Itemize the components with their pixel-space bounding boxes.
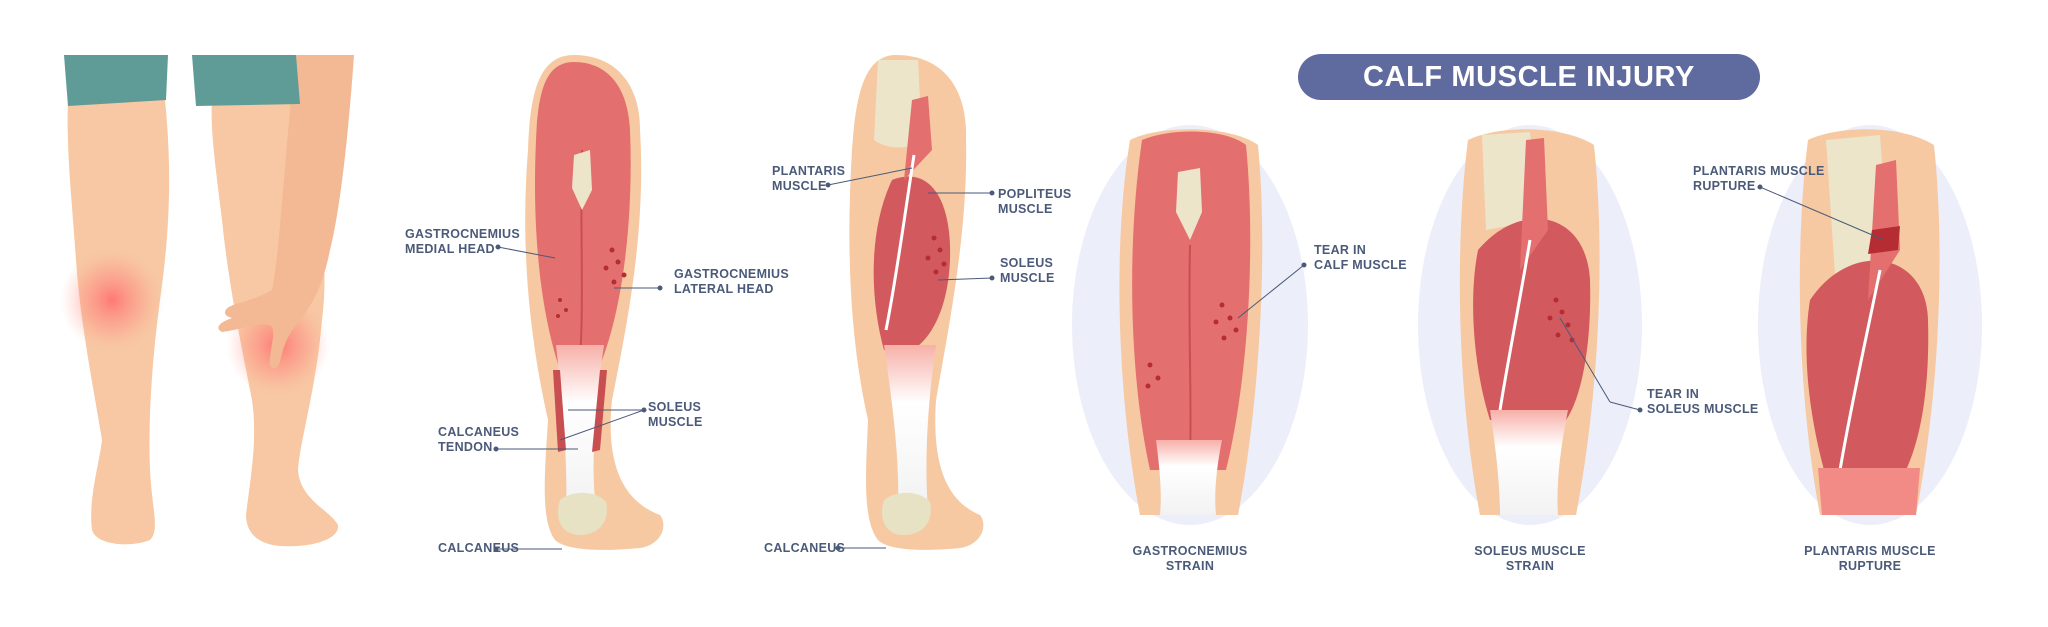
caption-gastrocnemius-strain: GASTROCNEMIUS STRAIN xyxy=(1110,544,1270,574)
gastrocnemius xyxy=(1132,131,1251,471)
caption-line-2: STRAIN xyxy=(1165,559,1215,573)
label-line-1: TEAR IN xyxy=(1647,387,1700,401)
heel-bone xyxy=(558,492,607,535)
plantaris-rupture-view xyxy=(1758,125,1982,525)
plantaris xyxy=(904,96,932,180)
label-popliteus-muscle: POPLITEUS MUSCLE xyxy=(998,187,1072,217)
caption-line-1: SOLEUS MUSCLE xyxy=(1474,544,1586,558)
caption-line-1: GASTROCNEMIUS xyxy=(1132,544,1248,558)
anatomy-leg-1 xyxy=(525,55,664,550)
label-line-1: CALCANEUS xyxy=(764,541,846,555)
achilles-tendon-1 xyxy=(556,345,604,510)
leader-lines xyxy=(493,167,1885,552)
label-line-1: POPLITEUS xyxy=(998,187,1072,201)
label-line-1: GASTROCNEMIUS xyxy=(405,227,521,241)
label-line-1: PLANTARIS xyxy=(772,164,846,178)
label-line-1: GASTROCNEMIUS xyxy=(674,267,790,281)
label-line-2: CALF MUSCLE xyxy=(1314,258,1407,272)
page-title: CALF MUSCLE INJURY xyxy=(1363,60,1695,93)
label-line-2: LATERAL HEAD xyxy=(674,282,774,296)
caption-soleus-strain: SOLEUS MUSCLE STRAIN xyxy=(1450,544,1610,574)
label-line-1: TEAR IN xyxy=(1314,243,1367,257)
soleus xyxy=(1473,218,1591,420)
label-line-1: CALCANEUS xyxy=(438,425,520,439)
caption-line-1: PLANTARIS MUSCLE xyxy=(1804,544,1936,558)
shorts-right xyxy=(192,55,300,106)
caption-line-2: STRAIN xyxy=(1505,559,1555,573)
heel-bone xyxy=(882,492,931,535)
label-calcaneus-tendon: CALCANEUS TENDON xyxy=(438,425,519,455)
plantaris-tendon xyxy=(1838,269,1882,471)
achilles-tendon-2 xyxy=(884,345,936,510)
label-tear-calf-muscle: TEAR IN CALF MUSCLE xyxy=(1314,243,1407,273)
plantaris xyxy=(1520,138,1548,270)
label-line-1: CALCANEUS xyxy=(438,541,520,555)
label-line-1: PLANTARIS MUSCLE xyxy=(1693,164,1825,178)
micro-tears xyxy=(556,247,627,318)
left-leg-pain xyxy=(60,248,164,352)
label-calcaneus-deep: CALCANEUS xyxy=(764,541,845,556)
popliteal-fossa xyxy=(572,150,592,210)
soleus-right xyxy=(592,370,607,452)
arm xyxy=(218,55,354,369)
gastrocnemius-strain-view xyxy=(1072,125,1308,525)
gastrocnemius xyxy=(535,62,631,370)
gastroc-divide xyxy=(1188,244,1192,461)
legs-illustration xyxy=(60,55,354,547)
label-tear-soleus-muscle: TEAR IN SOLEUS MUSCLE xyxy=(1647,387,1759,417)
anatomy-leg-2 xyxy=(849,55,984,550)
label-line-2: TENDON xyxy=(438,440,493,454)
label-calcaneus: CALCANEUS xyxy=(438,541,519,556)
label-gastrocnemius-lateral-head: GASTROCNEMIUS LATERAL HEAD xyxy=(674,267,789,297)
soleus xyxy=(1806,260,1929,470)
tendon xyxy=(1156,440,1222,515)
plantaris-tendon xyxy=(1498,239,1532,411)
soleus-deep xyxy=(873,176,951,350)
title-banner: CALF MUSCLE INJURY xyxy=(1298,54,1760,100)
shorts-left xyxy=(64,55,168,106)
label-line-1: SOLEUS xyxy=(1000,256,1054,270)
soleus-left xyxy=(553,370,566,452)
tear-marks xyxy=(1145,302,1239,389)
label-plantaris-muscle-rupture: PLANTARIS MUSCLE RUPTURE xyxy=(1693,164,1825,194)
tendon-stub xyxy=(1818,468,1920,515)
tear-marks xyxy=(1547,297,1575,343)
label-line-2: MUSCLE xyxy=(772,179,827,193)
label-soleus-muscle-deep: SOLEUS MUSCLE xyxy=(1000,256,1055,286)
label-line-2: RUPTURE xyxy=(1693,179,1756,193)
caption-plantaris-rupture: PLANTARIS MUSCLE RUPTURE xyxy=(1790,544,1950,574)
label-plantaris-muscle: PLANTARIS MUSCLE xyxy=(772,164,845,194)
label-line-2: MUSCLE xyxy=(1000,271,1055,285)
label-gastrocnemius-medial-head: GASTROCNEMIUS MEDIAL HEAD xyxy=(405,227,520,257)
plantaris-tendon xyxy=(884,154,916,331)
label-line-2: MUSCLE xyxy=(998,202,1053,216)
popliteal-fossa xyxy=(1176,168,1202,240)
label-soleus-muscle: SOLEUS MUSCLE xyxy=(648,400,703,430)
tendon xyxy=(1490,410,1568,515)
label-line-2: MEDIAL HEAD xyxy=(405,242,495,256)
micro-tears xyxy=(925,235,947,275)
soleus-strain-view xyxy=(1418,125,1642,525)
label-line-1: SOLEUS xyxy=(648,400,702,414)
caption-line-2: RUPTURE xyxy=(1838,559,1902,573)
label-line-2: SOLEUS MUSCLE xyxy=(1647,402,1759,416)
label-line-2: MUSCLE xyxy=(648,415,703,429)
